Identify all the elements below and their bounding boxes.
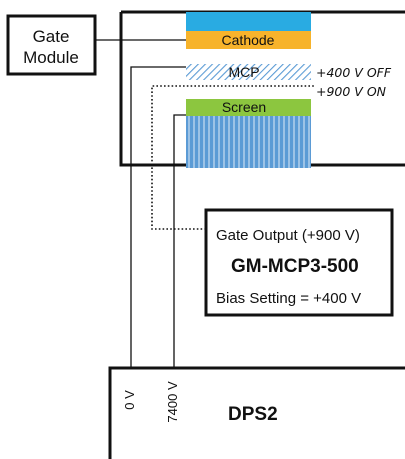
screen-label: Screen xyxy=(222,99,266,115)
gm-mcp3-500-box xyxy=(204,208,394,317)
gm-model-label: GM-MCP3-500 xyxy=(231,256,359,277)
mcp-voltage-on: +900 V ON xyxy=(316,84,387,99)
wire-0v-to-mcp xyxy=(130,66,186,368)
cathode-label: Cathode xyxy=(222,32,275,48)
cathode-layer xyxy=(186,31,311,49)
mcp-voltage-off: +400 V OFF xyxy=(316,65,392,80)
gate-output-label: Gate Output (+900 V) xyxy=(216,227,360,244)
gate-module-label-line1: Gate xyxy=(33,27,70,46)
wire-7400v-to-screen xyxy=(173,114,186,368)
gate-output-dotted-wire xyxy=(151,85,314,230)
gate-module-label-line2: Module xyxy=(23,48,79,67)
mcp-layer xyxy=(186,64,311,80)
mcp-label: MCP xyxy=(228,64,259,80)
terminal-0v-label: 0 V xyxy=(122,390,137,410)
terminal-7400v-label: 7400 V xyxy=(165,381,180,423)
dps2-box xyxy=(108,366,405,459)
screen-layer xyxy=(186,99,311,116)
bias-setting-label: Bias Setting = +400 V xyxy=(216,290,361,307)
input-window xyxy=(186,12,311,32)
gate-module-box xyxy=(6,14,97,76)
dps2-label: DPS2 xyxy=(228,404,278,425)
phosphor-block xyxy=(186,116,311,168)
